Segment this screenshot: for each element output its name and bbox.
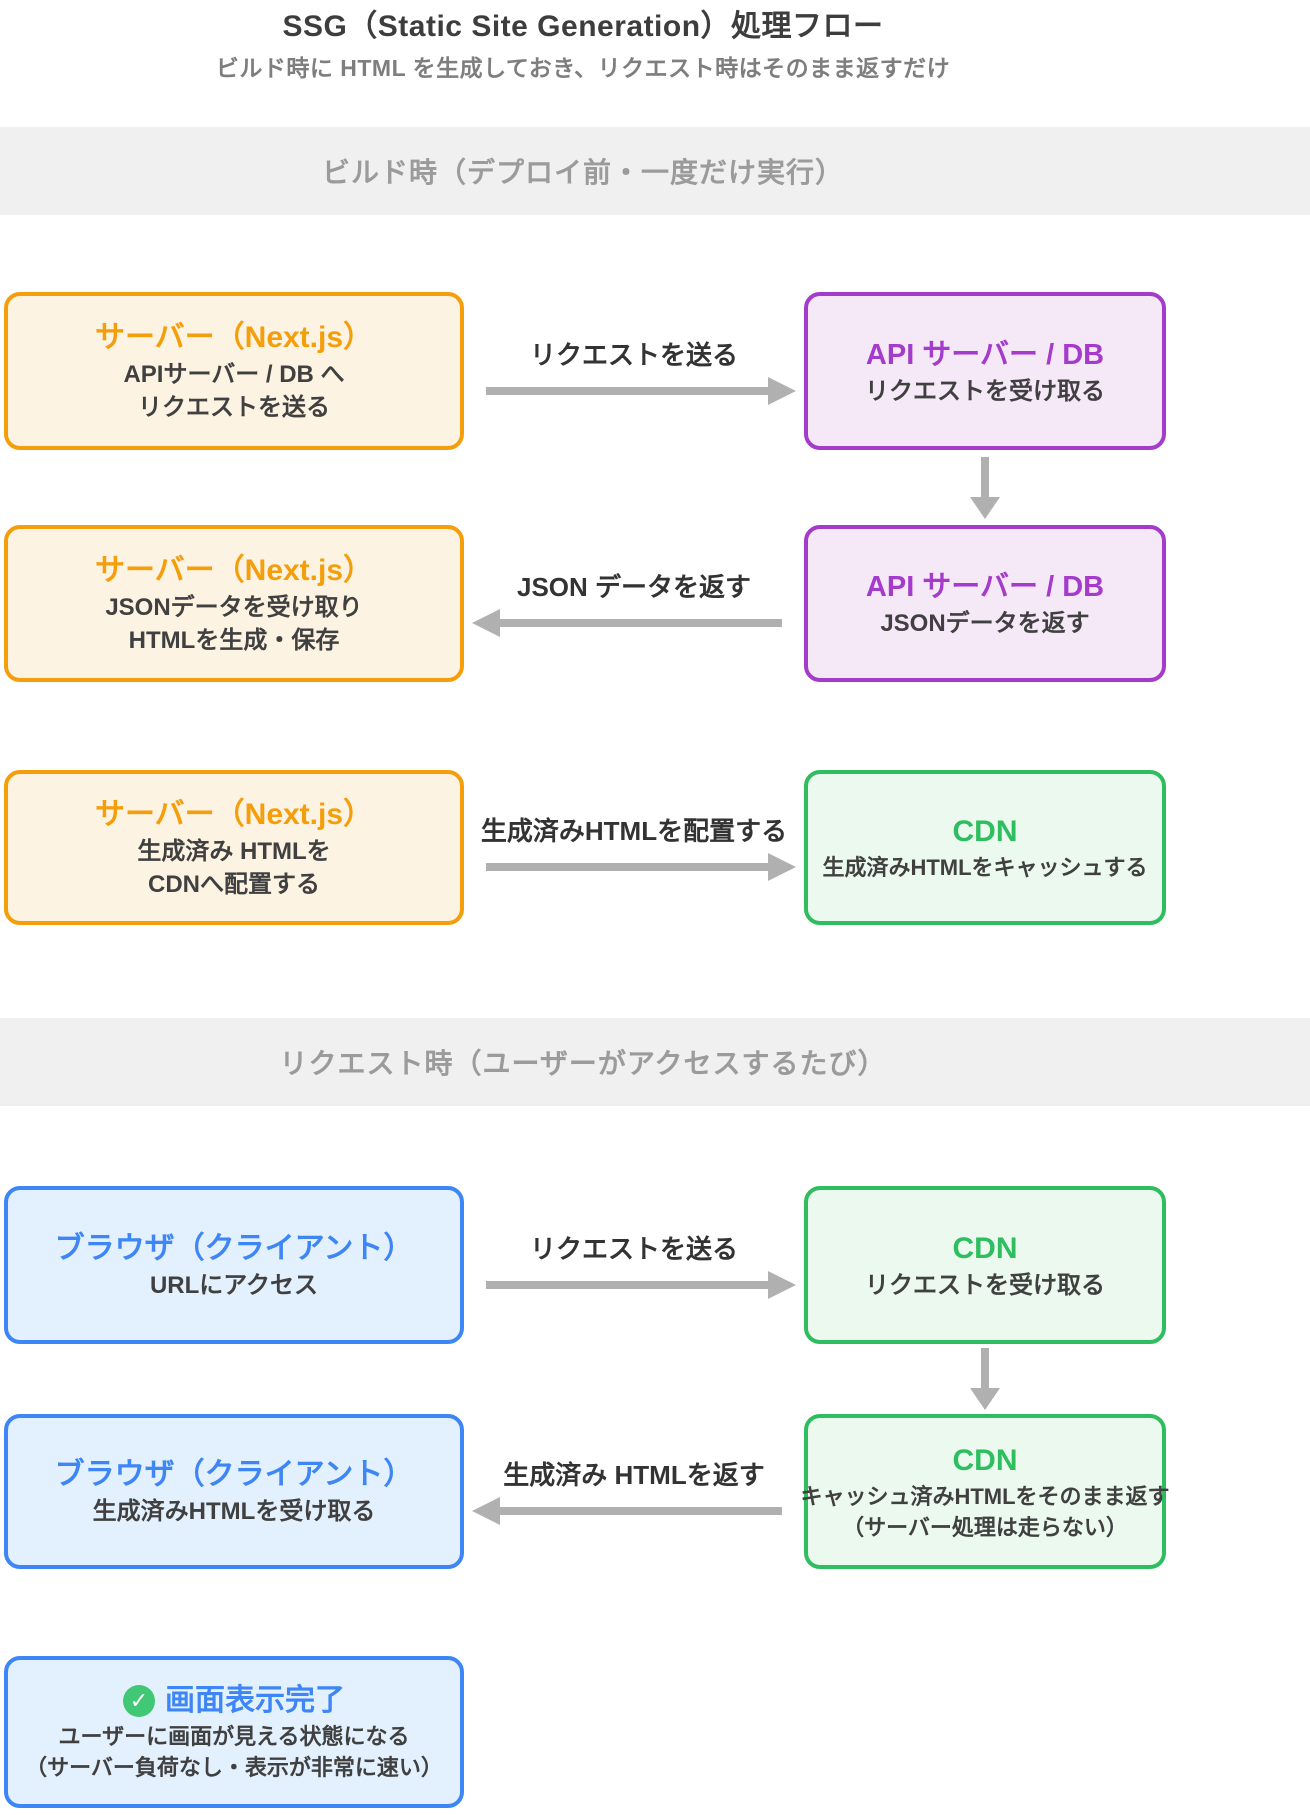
check-circle-icon: ✓ (123, 1685, 155, 1717)
box-line: 生成済み HTMLを (137, 837, 331, 865)
box-title: ブラウザ（クライアント） (54, 1458, 414, 1491)
arrow-head (768, 853, 796, 881)
done-row: ✓ 画面表示完了 ユーザーに画面が見える状態になる （サーバー負荷なし・表示が非… (4, 1656, 1166, 1808)
arrow-head (768, 1270, 796, 1299)
arrow-shaft (981, 456, 989, 497)
arrow-zone: 生成済みHTMLを配置する (464, 770, 804, 925)
server-box-3: サーバー（Next.js） 生成済み HTMLを CDNへ配置する (4, 770, 464, 925)
arrow-right-icon (470, 376, 798, 405)
arrow-shaft (486, 386, 768, 395)
request-row-2: ブラウザ（クライアント） 生成済みHTMLを受け取る 生成済み HTMLを返す … (4, 1414, 1170, 1569)
box-title: サーバー（Next.js） (94, 553, 374, 587)
build-section: サーバー（Next.js） APIサーバー / DB へ リクエストを送る リク… (4, 292, 1166, 925)
connector-row (4, 1344, 1166, 1414)
arrow-shaft (500, 619, 782, 627)
build-row-2: サーバー（Next.js） JSONデータを受け取り HTMLを生成・保存 JS… (4, 525, 1166, 682)
arrow-zone: JSON データを返す (464, 525, 804, 682)
box-title: CDN (952, 1231, 1018, 1265)
cdn-box-1: CDN 生成済みHTMLをキャッシュする (804, 770, 1166, 925)
browser-box-1: ブラウザ（クライアント） URLにアクセス (4, 1186, 464, 1344)
section-band-build: ビルド時（デプロイ前・一度だけ実行） (0, 127, 1310, 215)
render-complete-box: ✓ 画面表示完了 ユーザーに画面が見える状態になる （サーバー負荷なし・表示が非… (4, 1656, 464, 1808)
arrow-head (472, 609, 500, 637)
box-line: APIサーバー / DB へ (123, 361, 345, 388)
arrow-left-icon (470, 609, 798, 637)
connector-row (4, 450, 1166, 525)
page-subtitle: ビルド時に HTML を生成しておき、リクエスト時はそのまま返すだけ (215, 55, 951, 81)
build-row-1: サーバー（Next.js） APIサーバー / DB へ リクエストを送る リク… (4, 292, 1166, 450)
box-line: JSONデータを返す (880, 610, 1090, 637)
box-title: API サーバー / DB (865, 571, 1105, 603)
request-section: ブラウザ（クライアント） URLにアクセス リクエストを送る CDN リクエスト… (4, 1186, 1170, 1808)
cdn-box-3: CDN キャッシュ済みHTMLをそのまま返す （サーバー処理は走らない） (800, 1414, 1170, 1569)
page-title: SSG（Static Site Generation）処理フロー (282, 10, 884, 43)
section-band-request-label: リクエスト時（ユーザーがアクセスするたび） (279, 1048, 887, 1079)
arrow-shaft (500, 1507, 782, 1515)
box-title: ブラウザ（クライアント） (54, 1231, 414, 1265)
arrow-right-icon (470, 853, 798, 881)
arrow-shaft (486, 863, 768, 871)
box-line: （サーバー処理は走らない） (842, 1514, 1128, 1540)
request-row-1: ブラウザ（クライアント） URLにアクセス リクエストを送る CDN リクエスト… (4, 1186, 1166, 1344)
box-title: CDN (952, 815, 1018, 848)
box-title: 画面表示完了 (165, 1684, 345, 1717)
box-line: キャッシュ済みHTMLをそのまま返す (800, 1483, 1170, 1509)
api-db-box-2: API サーバー / DB JSONデータを返す (804, 525, 1166, 682)
arrow-head (768, 376, 796, 405)
down-arrow-icon (804, 1344, 1166, 1414)
build-row-3: サーバー（Next.js） 生成済み HTMLを CDNへ配置する 生成済みHT… (4, 770, 1166, 925)
arrow-label: 生成済み HTMLを返す (503, 1460, 765, 1490)
box-title: サーバー（Next.js） (94, 321, 374, 354)
diagram-header: SSG（Static Site Generation）処理フロー ビルド時に H… (0, 0, 1166, 86)
arrow-head (472, 1497, 500, 1525)
box-title: CDN (952, 1443, 1018, 1477)
box-line: リクエストを受け取る (865, 1271, 1105, 1299)
box-line: リクエストを送る (138, 394, 330, 421)
section-band-request: リクエスト時（ユーザーがアクセスするたび） (0, 1018, 1310, 1106)
box-line: ユーザーに画面が見える状態になる (58, 1724, 410, 1749)
api-db-box-1: API サーバー / DB リクエストを受け取る (804, 292, 1166, 450)
box-title-row: ✓ 画面表示完了 (123, 1681, 345, 1721)
arrow-zone: リクエストを送る (464, 292, 804, 450)
arrow-shaft (486, 1280, 768, 1289)
arrow-zone: リクエストを送る (464, 1186, 804, 1344)
arrow-head (970, 1388, 1000, 1410)
box-line: URLにアクセス (149, 1271, 319, 1299)
box-title: API サーバー / DB (865, 338, 1105, 371)
down-arrow-icon (804, 450, 1166, 525)
box-line: 生成済みHTMLをキャッシュする (822, 855, 1148, 880)
section-band-build-label: ビルド時（デプロイ前・一度だけ実行） (321, 157, 844, 188)
server-box-1: サーバー（Next.js） APIサーバー / DB へ リクエストを送る (4, 292, 464, 450)
browser-box-2: ブラウザ（クライアント） 生成済みHTMLを受け取る (4, 1414, 464, 1569)
box-line: リクエストを受け取る (865, 377, 1105, 405)
arrow-head (970, 496, 1000, 519)
arrow-label: リクエストを送る (529, 1233, 738, 1264)
box-line: HTMLを生成・保存 (128, 626, 340, 654)
arrow-left-icon (470, 1497, 798, 1525)
box-title: サーバー（Next.js） (94, 797, 374, 831)
arrow-label: 生成済みHTMLを配置する (480, 816, 788, 846)
server-box-2: サーバー（Next.js） JSONデータを受け取り HTMLを生成・保存 (4, 525, 464, 682)
arrow-label: JSON データを返す (516, 572, 752, 602)
cdn-box-2: CDN リクエストを受け取る (804, 1186, 1166, 1344)
box-line: JSONデータを受け取り (105, 593, 363, 621)
box-line: （サーバー負荷なし・表示が非常に速い） (25, 1755, 443, 1780)
arrow-zone: 生成済み HTMLを返す (464, 1414, 804, 1569)
arrow-right-icon (470, 1270, 798, 1299)
box-line: CDNへ配置する (148, 870, 320, 898)
box-line: 生成済みHTMLを受け取る (92, 1498, 376, 1525)
arrow-shaft (981, 1348, 989, 1388)
arrow-label: リクエストを送る (529, 339, 738, 370)
